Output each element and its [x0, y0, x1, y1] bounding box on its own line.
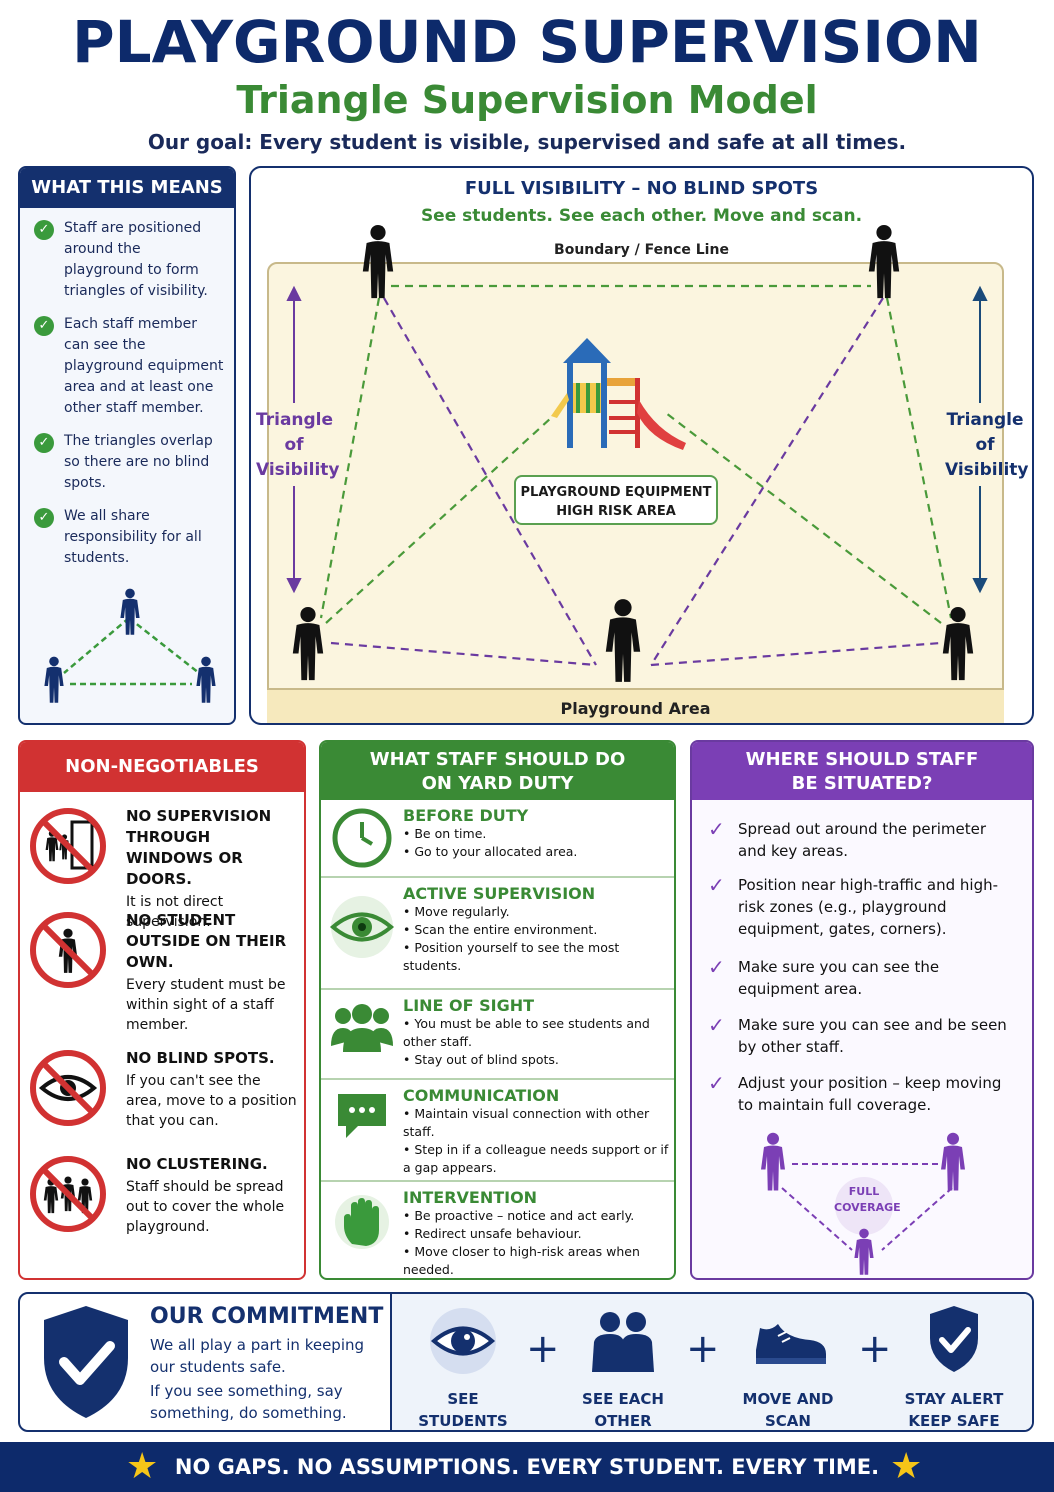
shield-check-icon	[44, 1306, 128, 1418]
check-icon: ✓	[34, 316, 54, 336]
non-negotiables-panel: NON-NEGOTIABLES NO SUPERVISION THROUGH W…	[18, 740, 306, 1280]
page-title: PLAYGROUND SUPERVISION	[72, 8, 982, 76]
plus-icon: +	[858, 1326, 892, 1372]
diagram-subheading: See students. See each other. Move and s…	[420, 206, 863, 226]
eye-icon	[329, 896, 395, 958]
speech-bubble-icon	[338, 1094, 386, 1138]
list-item: ✓Position near high-traffic and high-ris…	[708, 873, 999, 938]
list-item: ✓We all share responsibility for all stu…	[34, 506, 224, 569]
fence-label: Boundary / Fence Line	[554, 242, 729, 258]
list-item: ✓Make sure you can see the equipment are…	[708, 955, 940, 998]
equipment-label: PLAYGROUND EQUIPMENT HIGH RISK AREA	[514, 475, 718, 525]
list-item: NO STUDENT OUTSIDE ON THEIR OWN. Every s…	[28, 910, 300, 1035]
visibility-diagram: FULL VISIBILITY – NO BLIND SPOTS See stu…	[249, 166, 1034, 725]
playground-equipment-icon	[551, 338, 686, 450]
list-item: BEFORE DUTY Be on time.Go to your alloca…	[321, 800, 674, 876]
commitment-panel: OUR COMMITMENT We all play a part in kee…	[18, 1292, 1034, 1432]
what-staff-should-do-title: WHAT STAFF SHOULD DO ON YARD DUTY	[321, 742, 674, 800]
triangle-label-left: Triangle of Visibility	[256, 410, 340, 480]
commitment-line-2: If you see something, say something, do …	[150, 1382, 347, 1422]
check-icon: ✓	[34, 508, 54, 528]
commitment-title: OUR COMMITMENT	[150, 1304, 384, 1329]
what-this-means-title: WHAT THIS MEANS	[20, 168, 234, 208]
footer-text: NO GAPS. NO ASSUMPTIONS. EVERY STUDENT. …	[174, 1455, 880, 1479]
plus-icon: +	[686, 1326, 720, 1372]
list-item: INTERVENTION Be proactive – notice and a…	[321, 1180, 674, 1278]
list-item: NO SUPERVISION THROUGH WINDOWS OR DOORS.…	[28, 806, 300, 932]
full-coverage-diagram	[761, 1132, 965, 1275]
list-item: ✓Adjust your position – keep moving to m…	[708, 1071, 1002, 1114]
no-window-icon	[30, 808, 106, 884]
list-item: ✓Staff are positioned around the playgro…	[34, 218, 224, 302]
playground-area-label: Playground Area	[267, 688, 1004, 723]
check-icon: ✓	[708, 873, 725, 897]
where-staff-situated-panel: WHERE SHOULD STAFF BE SITUATED? ✓Spread …	[690, 740, 1034, 1280]
check-icon: ✓	[708, 1071, 725, 1095]
where-staff-situated-title: WHERE SHOULD STAFF BE SITUATED?	[692, 742, 1032, 800]
list-item: NO BLIND SPOTS. If you can't see the are…	[28, 1048, 300, 1131]
check-icon: ✓	[708, 817, 725, 841]
list-item: ✓Spread out around the perimeter and key…	[708, 817, 987, 860]
list-item: COMMUNICATION Maintain visual connection…	[321, 1078, 674, 1180]
shield-check-small-icon	[930, 1306, 978, 1372]
plus-icon: +	[526, 1326, 560, 1372]
list-item: ✓Each staff member can see the playgroun…	[34, 314, 224, 419]
list-item: NO CLUSTERING. Staff should be spread ou…	[28, 1154, 300, 1237]
hand-stop-icon	[335, 1195, 389, 1249]
see-students-eye-icon	[430, 1308, 496, 1374]
footer-banner: ★ NO GAPS. NO ASSUMPTIONS. EVERY STUDENT…	[0, 1442, 1054, 1492]
page-subtitle: Triangle Supervision Model	[236, 78, 818, 122]
triangle-label-right: Triangle of Visibility	[945, 410, 1029, 480]
see-each-other-icon	[592, 1312, 654, 1372]
list-item: LINE OF SIGHT You must be able to see st…	[321, 988, 674, 1078]
mini-triangle-icon	[44, 588, 216, 703]
no-clustering-icon	[30, 1156, 106, 1232]
check-icon: ✓	[708, 955, 725, 979]
group-icon	[331, 1004, 393, 1052]
full-coverage-badge: FULL COVERAGE	[834, 1185, 901, 1214]
no-alone-student-icon	[30, 912, 106, 988]
diagram-heading: FULL VISIBILITY – NO BLIND SPOTS	[464, 178, 819, 199]
what-staff-should-do-panel: WHAT STAFF SHOULD DO ON YARD DUTY BEFORE…	[319, 740, 676, 1280]
sneaker-icon	[756, 1324, 826, 1364]
star-icon: ★	[126, 1446, 159, 1487]
list-item: ✓The triangles overlap so there are no b…	[34, 431, 224, 494]
no-blind-spot-eye-icon	[30, 1050, 106, 1126]
list-item: ✓Make sure you can see and be seen by ot…	[708, 1013, 1007, 1056]
non-negotiables-title: NON-NEGOTIABLES	[20, 742, 304, 792]
what-this-means-panel: WHAT THIS MEANS ✓Staff are positioned ar…	[18, 166, 236, 725]
list-item: ACTIVE SUPERVISION Move regularly.Scan t…	[321, 876, 674, 988]
goal-statement: Our goal: Every student is visible, supe…	[147, 130, 907, 154]
check-icon: ✓	[34, 433, 54, 453]
clock-icon	[332, 808, 392, 868]
star-icon: ★	[890, 1446, 923, 1487]
check-icon: ✓	[708, 1013, 725, 1037]
triangle-lines	[286, 224, 988, 682]
commitment-line-1: We all play a part in keeping our studen…	[150, 1336, 365, 1376]
check-icon: ✓	[34, 220, 54, 240]
